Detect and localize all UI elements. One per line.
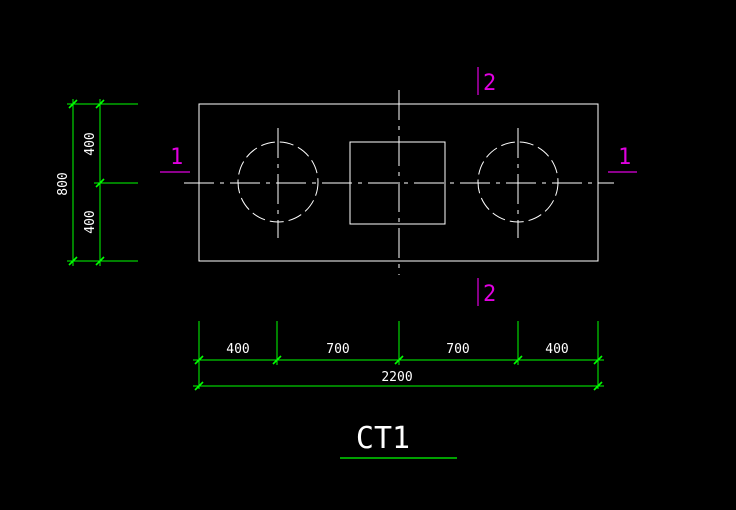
dim-label-overall: 2200: [381, 370, 412, 385]
dim-label-2: 700: [326, 342, 349, 357]
section-right-label: 1: [618, 145, 631, 170]
v-dim-label-overall: 800: [56, 172, 71, 195]
v-dim-label-bottom: 400: [83, 210, 98, 233]
section-top-label: 2: [483, 71, 496, 96]
dim-label-1: 400: [226, 342, 249, 357]
drawing-title: CT1: [356, 421, 410, 456]
dim-label-3: 700: [446, 342, 469, 357]
section-markers: [160, 67, 637, 306]
dim-label-4: 400: [545, 342, 568, 357]
v-dim-label-top: 400: [83, 132, 98, 155]
center-lines: [184, 90, 614, 275]
horizontal-dimensions: [193, 321, 604, 391]
vertical-dimensions: [67, 99, 138, 266]
section-left-label: 1: [170, 145, 183, 170]
section-bottom-label: 2: [483, 282, 496, 307]
